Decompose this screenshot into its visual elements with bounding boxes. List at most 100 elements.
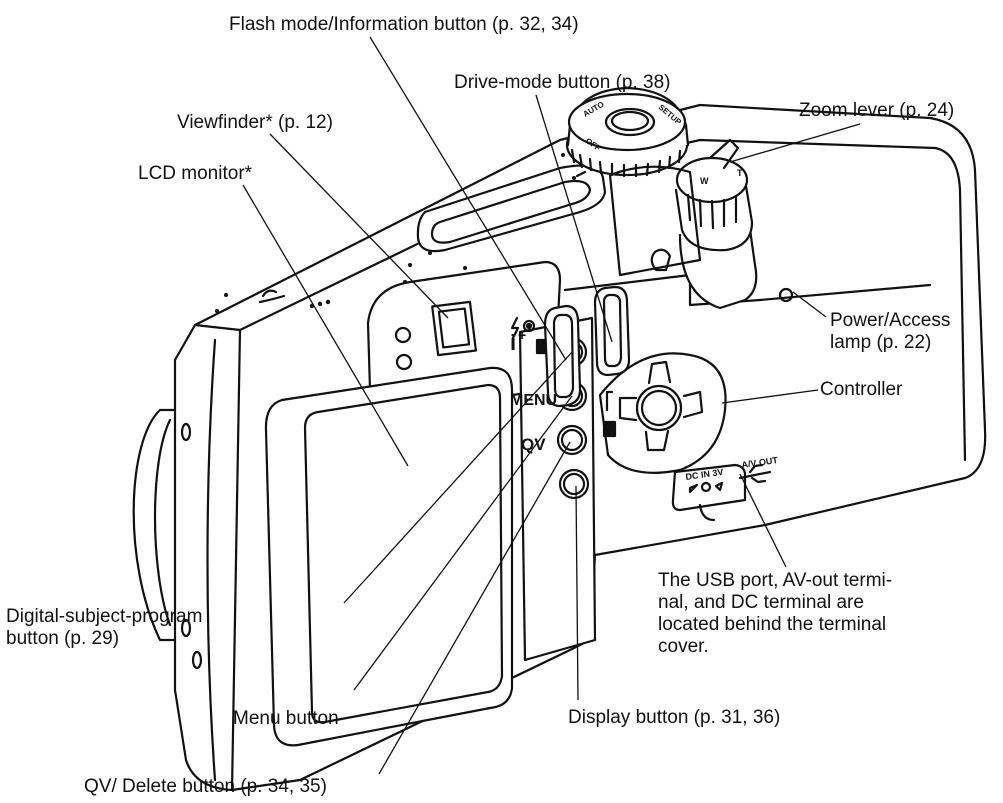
terminal-cover — [671, 463, 747, 512]
strap-lug — [261, 289, 278, 298]
zoom-lever-label: Zoom lever (p. 24) — [799, 100, 955, 121]
viewfinder-window-inner — [437, 307, 471, 349]
red-eye-icon-dot — [525, 322, 533, 330]
leader-flash — [369, 36, 567, 361]
flash-information-button-inner — [552, 313, 575, 399]
zoom-w-mark: W — [700, 176, 709, 186]
self-timer-icon — [650, 248, 672, 272]
leader-menu — [353, 395, 573, 691]
lcd-monitor-label: LCD monitor* — [138, 163, 253, 184]
shutter-housing — [608, 165, 702, 277]
leader-lcd — [242, 184, 409, 467]
side-edge — [230, 328, 242, 792]
lcd-frame — [264, 366, 514, 747]
speaker-dot — [317, 301, 323, 307]
controller-label: Controller — [820, 379, 903, 400]
exposure-icon — [602, 420, 617, 438]
display-button-label: Display button (p. 31, 36) — [568, 707, 781, 728]
display-button-rim — [562, 472, 586, 496]
leader-power — [792, 291, 827, 318]
leader-usb — [739, 473, 787, 568]
leader-viewfinder — [269, 133, 449, 319]
mode-dial-center — [604, 107, 656, 137]
leader-controller — [721, 389, 819, 404]
body-dot — [215, 309, 219, 313]
menu-button-label: Menu button — [233, 708, 339, 729]
viewfinder-label: Viewfinder* (p. 12) — [177, 112, 333, 133]
digital-subject-program-label-line2: button (p. 29) — [6, 628, 120, 649]
controller-center-inner — [640, 389, 678, 427]
drive-mode-label: Drive-mode button (p. 38) — [454, 72, 671, 93]
flash-icon — [510, 316, 520, 340]
body-step-right — [758, 283, 932, 302]
controller-up — [647, 360, 672, 385]
viewfinder-window — [431, 300, 478, 357]
flash-information-button — [543, 304, 582, 408]
menu-mark: MENU — [510, 392, 557, 409]
usb-port-label-line4: cover. — [658, 636, 709, 657]
usb-port-label-line1: The USB port, AV-out termi- — [658, 570, 893, 591]
red-eye-icon — [522, 319, 536, 333]
viewfinder-led — [395, 353, 413, 371]
drive-mode-button-inner — [602, 293, 623, 368]
flash-information-label: Flash mode/Information button (p. 32, 34… — [229, 14, 579, 35]
dc-symbol — [688, 481, 724, 494]
bracket-mark — [605, 390, 614, 412]
qv-delete-label: QV/ Delete button (p. 34, 35) — [84, 776, 327, 797]
side-curve — [206, 338, 217, 782]
strap-lug — [258, 294, 286, 304]
top-dot — [572, 176, 576, 180]
speaker-dot — [325, 299, 331, 305]
lcd-screen — [303, 383, 504, 724]
leader-zoom — [729, 123, 861, 163]
qv-mark: QV — [521, 435, 546, 454]
controller-right — [682, 390, 704, 419]
usb-port-label: The USB port, AV-out termi- nal, and DC … — [658, 570, 892, 658]
lug — [191, 650, 203, 670]
controller-center — [635, 384, 683, 432]
lug — [180, 618, 192, 638]
leader-qv — [378, 441, 571, 775]
leader-drive — [535, 94, 613, 343]
dial-pointer — [575, 170, 587, 178]
controller-left — [618, 396, 638, 422]
viewfinder-led — [394, 326, 412, 344]
top-dot — [428, 251, 432, 255]
controller-pad — [598, 352, 727, 474]
right-edge — [933, 146, 967, 462]
display-button — [558, 468, 590, 500]
leader-dsp — [343, 351, 573, 604]
lug — [180, 422, 192, 442]
top-dot — [408, 263, 412, 267]
info-sup-mark: + — [518, 327, 526, 343]
qv-delete-button — [556, 424, 588, 456]
usb-symbol — [738, 463, 772, 484]
usb-port-label-line2: nal, and DC terminal are — [658, 592, 864, 613]
lens-barrel — [132, 408, 187, 642]
terminal-hinge — [698, 503, 716, 522]
zoom-lever-rib — [686, 193, 738, 230]
digital-subject-program-label-line1: Digital-subject-program — [6, 606, 203, 627]
power-access-lamp — [778, 287, 794, 303]
top-slot-inner — [430, 179, 592, 244]
power-access-label-line2: lamp (p. 22) — [830, 332, 932, 353]
zoom-t-mark: T — [737, 168, 743, 178]
power-access-label: Power/Access lamp (p. 22) — [830, 310, 950, 354]
lens-barrel-ring — [153, 418, 172, 627]
leader-display — [575, 485, 579, 701]
mode-dial-top — [567, 92, 687, 152]
power-access-label-line1: Power/Access — [830, 310, 951, 331]
top-dot — [561, 153, 565, 157]
top-dot — [463, 266, 467, 270]
body-dot — [224, 293, 228, 297]
digital-subject-program-label: Digital-subject-program button (p. 29) — [6, 606, 202, 650]
info-mark: i — [510, 330, 516, 355]
qv-delete-button-rim — [560, 428, 584, 452]
usb-port-label-line3: located behind the terminal — [658, 614, 887, 635]
controller-down — [644, 429, 670, 452]
drive-mode-button — [593, 285, 631, 377]
mode-dial-center-inner — [610, 110, 650, 132]
zoom-tab — [708, 138, 740, 170]
